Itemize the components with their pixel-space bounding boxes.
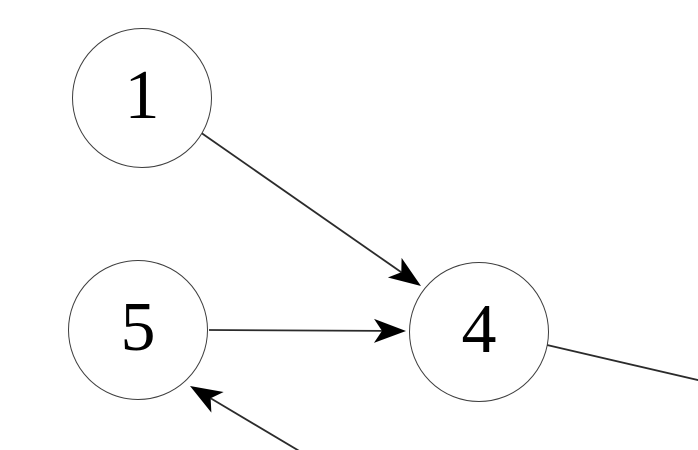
node-4-label: 4 [461,291,497,368]
node-5-label: 5 [120,289,156,366]
edge-5-to-4[interactable] [208,329,383,332]
node-4[interactable]: 4 [409,262,549,402]
edge-offscreen-to-5-arrowhead-icon [190,386,224,413]
node-1-label: 1 [124,57,160,134]
edge-5-to-4-arrowhead-icon [373,318,406,343]
edge-1-to-4-arrowhead-icon [387,257,421,286]
edge-4-to-offscreen[interactable] [546,344,698,381]
edge-offscreen-to-5[interactable] [210,397,306,450]
node-1[interactable]: 1 [72,28,212,168]
edge-1-to-4[interactable] [199,131,402,274]
node-5[interactable]: 5 [68,260,208,400]
